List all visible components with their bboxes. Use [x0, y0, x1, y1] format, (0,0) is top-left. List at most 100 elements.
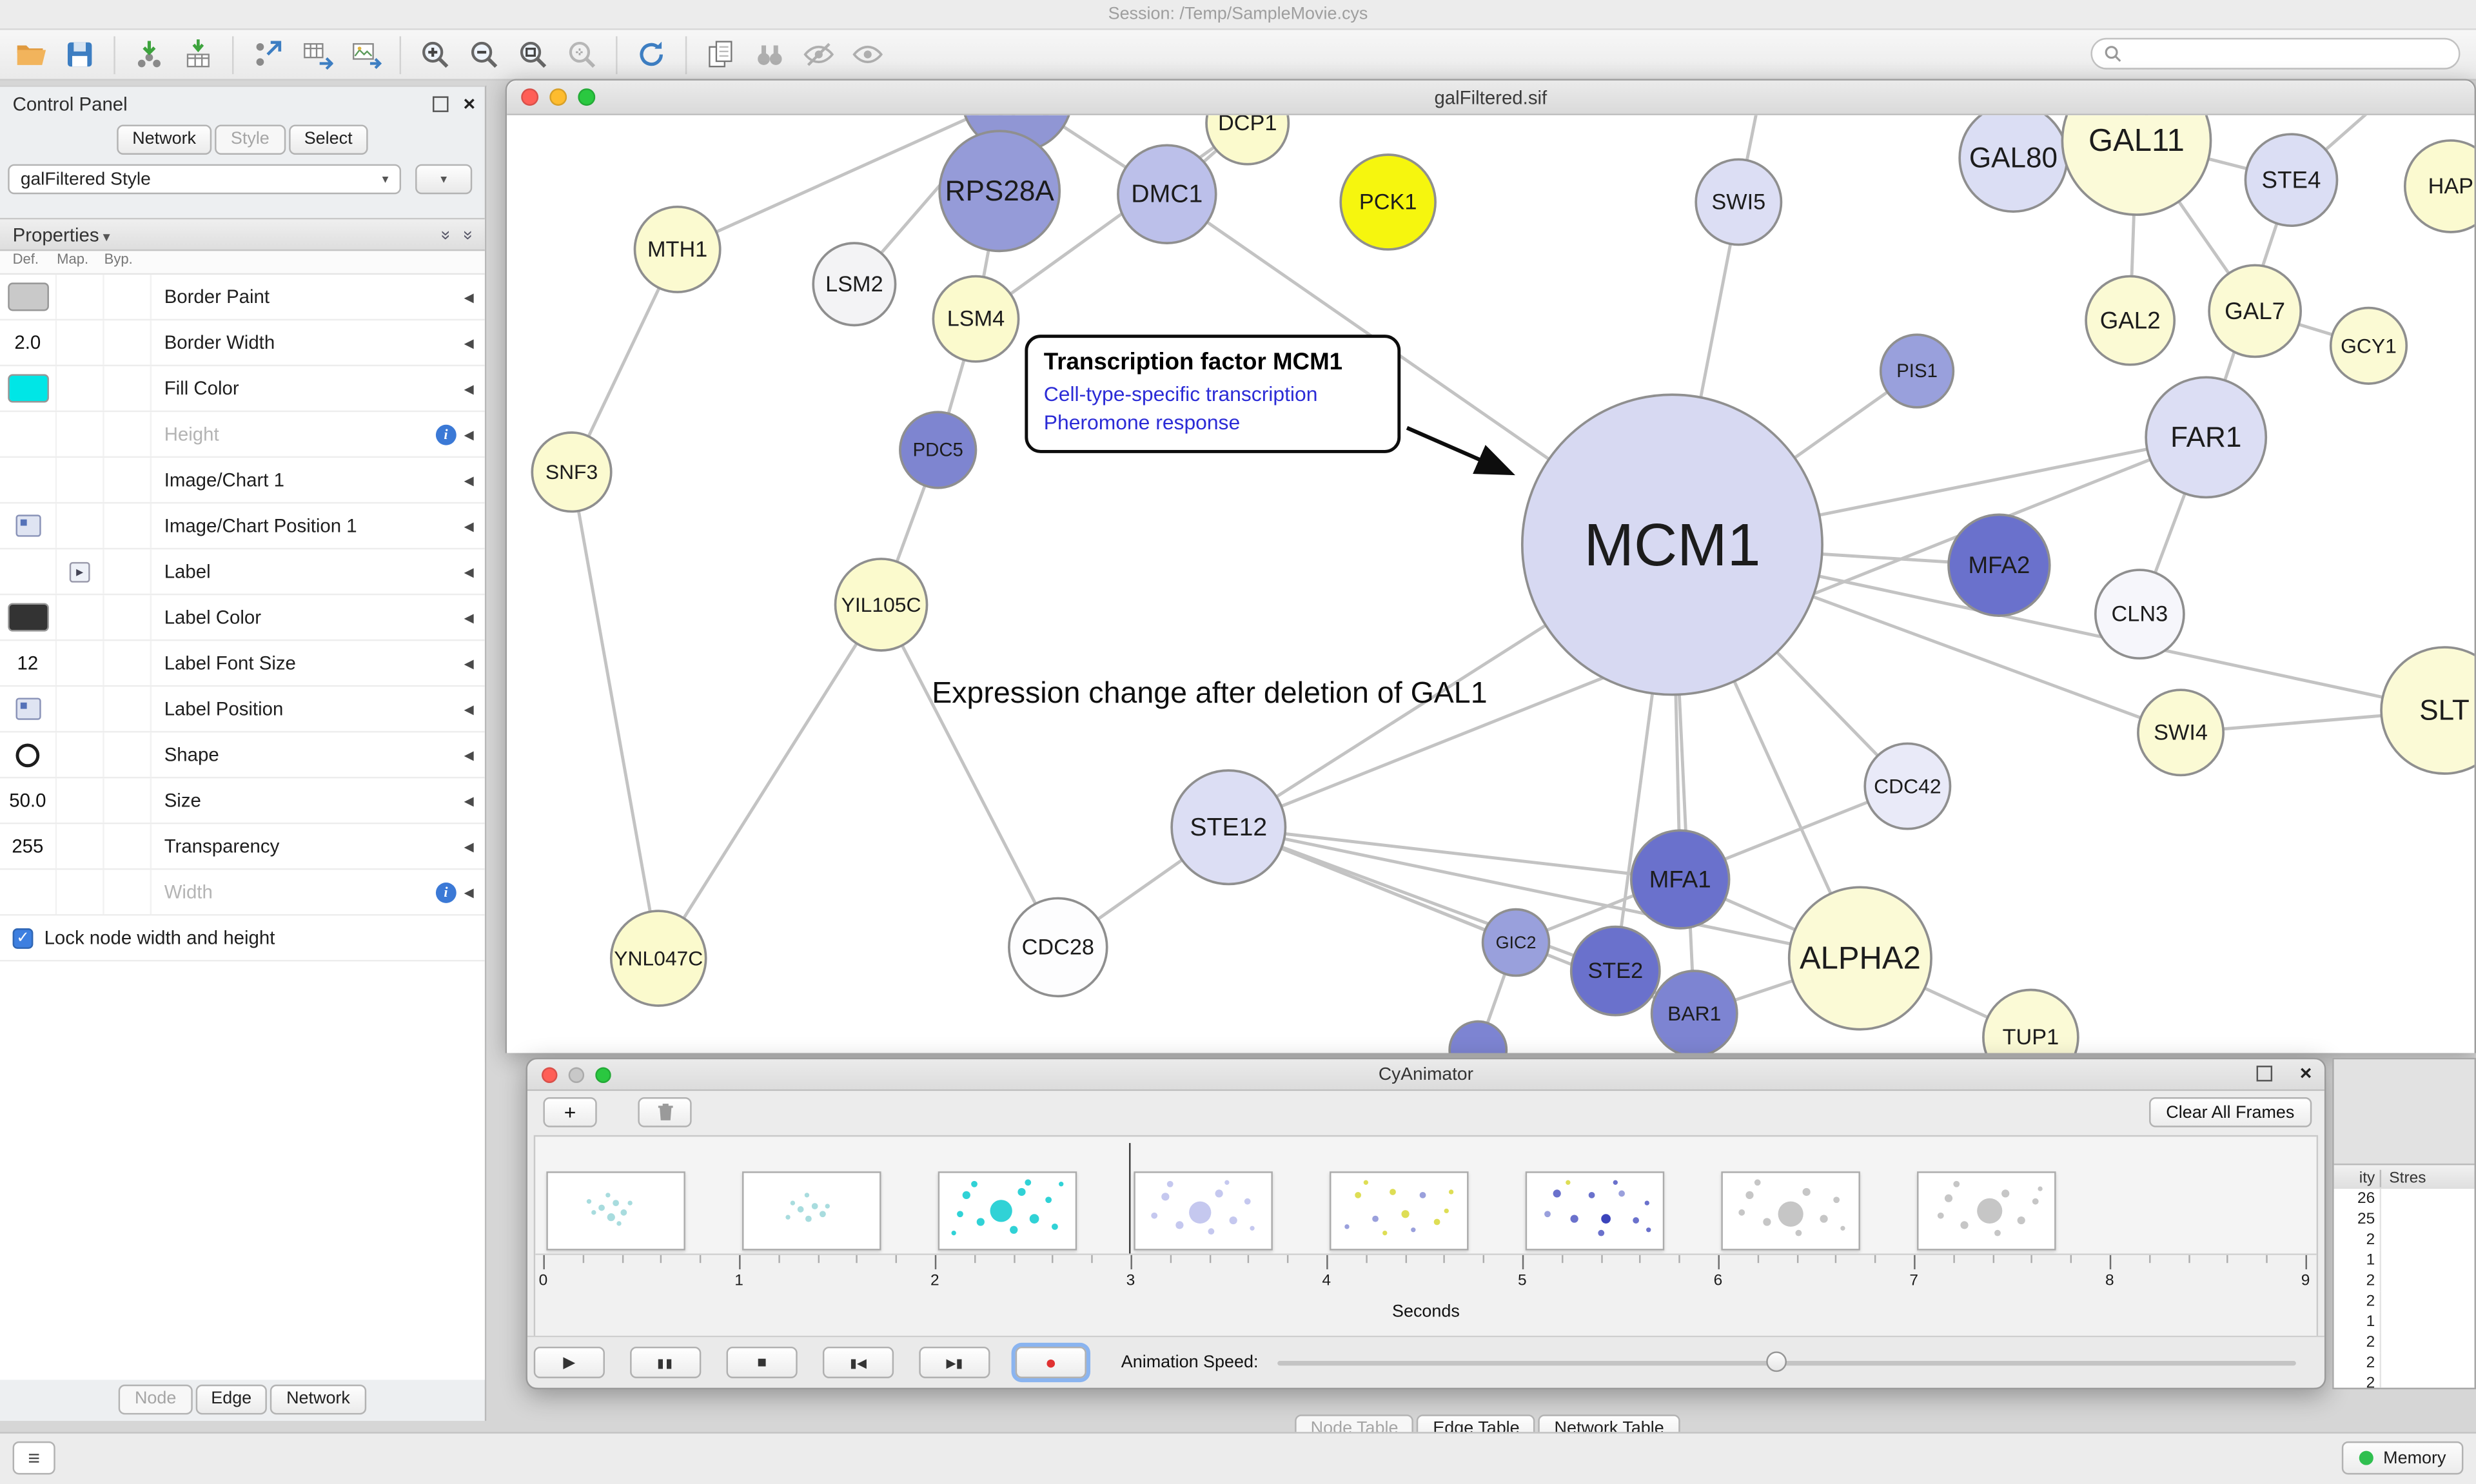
clear-all-frames-button[interactable]: Clear All Frames [2148, 1097, 2312, 1128]
default-value-cell[interactable] [0, 870, 57, 914]
close-panel-icon[interactable]: × [2299, 1060, 2312, 1085]
zoom-selected-icon[interactable] [557, 34, 606, 75]
position-widget-icon[interactable] [15, 698, 41, 720]
memory-button[interactable]: Memory [2342, 1441, 2464, 1475]
save-session-icon[interactable] [55, 34, 104, 75]
skip-to-end-button[interactable]: ▶▮ [919, 1346, 990, 1378]
default-value-cell[interactable] [0, 595, 57, 639]
expand-row-chevron-icon[interactable]: ◀ [464, 747, 474, 762]
color-swatch[interactable] [7, 282, 48, 311]
bypass-cell[interactable] [104, 641, 152, 685]
hide-selected-icon[interactable] [794, 34, 843, 75]
minimize-window-icon[interactable] [568, 1066, 585, 1082]
default-value-cell[interactable]: 50.0 [0, 778, 57, 823]
bypass-cell[interactable] [104, 778, 152, 823]
property-row-image-chart-position-1[interactable]: Image/Chart Position 1◀ [0, 503, 485, 550]
annotation-link[interactable]: Cell-type-specific transcription [1043, 382, 1318, 406]
export-network-icon[interactable] [243, 34, 292, 75]
expand-row-chevron-icon[interactable]: ◀ [464, 701, 474, 716]
record-button[interactable]: ● [1015, 1346, 1086, 1378]
default-value-cell[interactable] [0, 412, 57, 456]
network-node-PIS1[interactable] [1879, 333, 1955, 409]
collapse-all-icon[interactable]: » [435, 229, 455, 240]
network-node-SWI4[interactable] [2137, 688, 2225, 777]
tab-network[interactable]: Network [116, 124, 212, 155]
network-node-STE4[interactable] [2244, 133, 2339, 228]
network-node-MFA1[interactable] [1629, 829, 1731, 930]
bypass-cell[interactable] [104, 320, 152, 365]
mapping-cell[interactable] [57, 641, 104, 685]
expand-all-icon[interactable]: « [458, 229, 477, 240]
animation-speed-knob[interactable] [1766, 1351, 1787, 1372]
default-value-cell[interactable] [0, 275, 57, 319]
network-window-titlebar[interactable]: galFiltered.sif [507, 80, 2475, 115]
minimize-window-icon[interactable] [549, 88, 567, 106]
pause-button[interactable]: ▮▮ [630, 1346, 702, 1378]
ui-settings-menu-icon[interactable] [12, 1441, 55, 1475]
style-dropdown[interactable]: galFiltered Style ▾ [8, 164, 402, 195]
default-value[interactable]: 12 [17, 652, 39, 674]
mapping-cell[interactable] [57, 870, 104, 914]
zoom-out-icon[interactable] [460, 34, 509, 75]
network-node-CDC28[interactable] [1008, 897, 1108, 998]
bypass-cell[interactable] [104, 824, 152, 868]
close-panel-icon[interactable]: × [463, 92, 476, 115]
table-row[interactable]: 2 [2334, 1332, 2475, 1353]
network-node-LSM2[interactable] [812, 242, 897, 327]
property-row-border-paint[interactable]: Border Paint◀ [0, 275, 485, 321]
close-window-icon[interactable] [542, 1066, 558, 1082]
column-header[interactable]: Stres [2379, 1169, 2475, 1187]
network-node-ALPHA2[interactable] [1787, 886, 1932, 1031]
network-node-LSM4[interactable] [932, 275, 1020, 363]
default-value-cell[interactable] [0, 366, 57, 411]
position-widget-icon[interactable] [15, 514, 41, 537]
tab-select[interactable]: Select [288, 124, 369, 155]
network-node-STE12[interactable] [1170, 769, 1287, 886]
tab-style[interactable]: Style [215, 124, 286, 155]
mapping-cell[interactable] [57, 275, 104, 319]
cyanimator-titlebar[interactable]: CyAnimator × [527, 1059, 2324, 1091]
open-session-icon[interactable] [6, 34, 55, 75]
mapping-cell[interactable] [57, 824, 104, 868]
first-neighbors-icon[interactable] [745, 34, 794, 75]
default-value-cell[interactable] [0, 549, 57, 594]
network-node-CDC42[interactable] [1863, 742, 1952, 830]
bypass-cell[interactable] [104, 687, 152, 731]
default-value-cell[interactable]: 2.0 [0, 320, 57, 365]
play-button[interactable]: ▶ [533, 1346, 605, 1378]
default-value-cell[interactable] [0, 458, 57, 502]
default-value[interactable]: 255 [12, 835, 44, 857]
stop-button[interactable]: ■ [726, 1346, 798, 1378]
zoom-window-icon[interactable] [578, 88, 596, 106]
frame-thumbnail-4[interactable] [1330, 1171, 1469, 1251]
default-value-cell[interactable]: 255 [0, 824, 57, 868]
expand-row-chevron-icon[interactable]: ◀ [464, 610, 474, 625]
mapping-cell[interactable]: ▸ [57, 549, 104, 594]
network-node-GCY1[interactable] [2329, 306, 2408, 385]
default-value-cell[interactable] [0, 687, 57, 731]
table-row[interactable]: 25 [2334, 1209, 2475, 1230]
export-table-icon[interactable] [292, 34, 341, 75]
column-header[interactable]: ity [2359, 1169, 2375, 1187]
properties-section-header[interactable]: Properties » « [0, 219, 485, 251]
mapping-cell[interactable] [57, 503, 104, 548]
color-swatch[interactable] [7, 603, 48, 632]
table-row[interactable]: 2 [2334, 1373, 2475, 1388]
network-node-SWI5[interactable] [1695, 158, 1783, 246]
annotation-link[interactable]: Pheromone response [1043, 411, 1241, 434]
network-node-CLN3[interactable] [2094, 569, 2185, 660]
property-row-shape[interactable]: Shape◀ [0, 732, 485, 779]
network-node-MTH1[interactable] [633, 205, 722, 293]
network-node-YNL047C[interactable] [609, 910, 707, 1007]
expand-row-chevron-icon[interactable]: ◀ [464, 839, 474, 854]
table-row[interactable]: 2 [2334, 1271, 2475, 1292]
search-box[interactable] [2090, 37, 2461, 70]
bypass-cell[interactable] [104, 732, 152, 777]
expand-row-chevron-icon[interactable]: ◀ [464, 518, 474, 533]
network-node-STE2[interactable] [1569, 925, 1661, 1017]
expand-row-chevron-icon[interactable]: ◀ [464, 656, 474, 670]
